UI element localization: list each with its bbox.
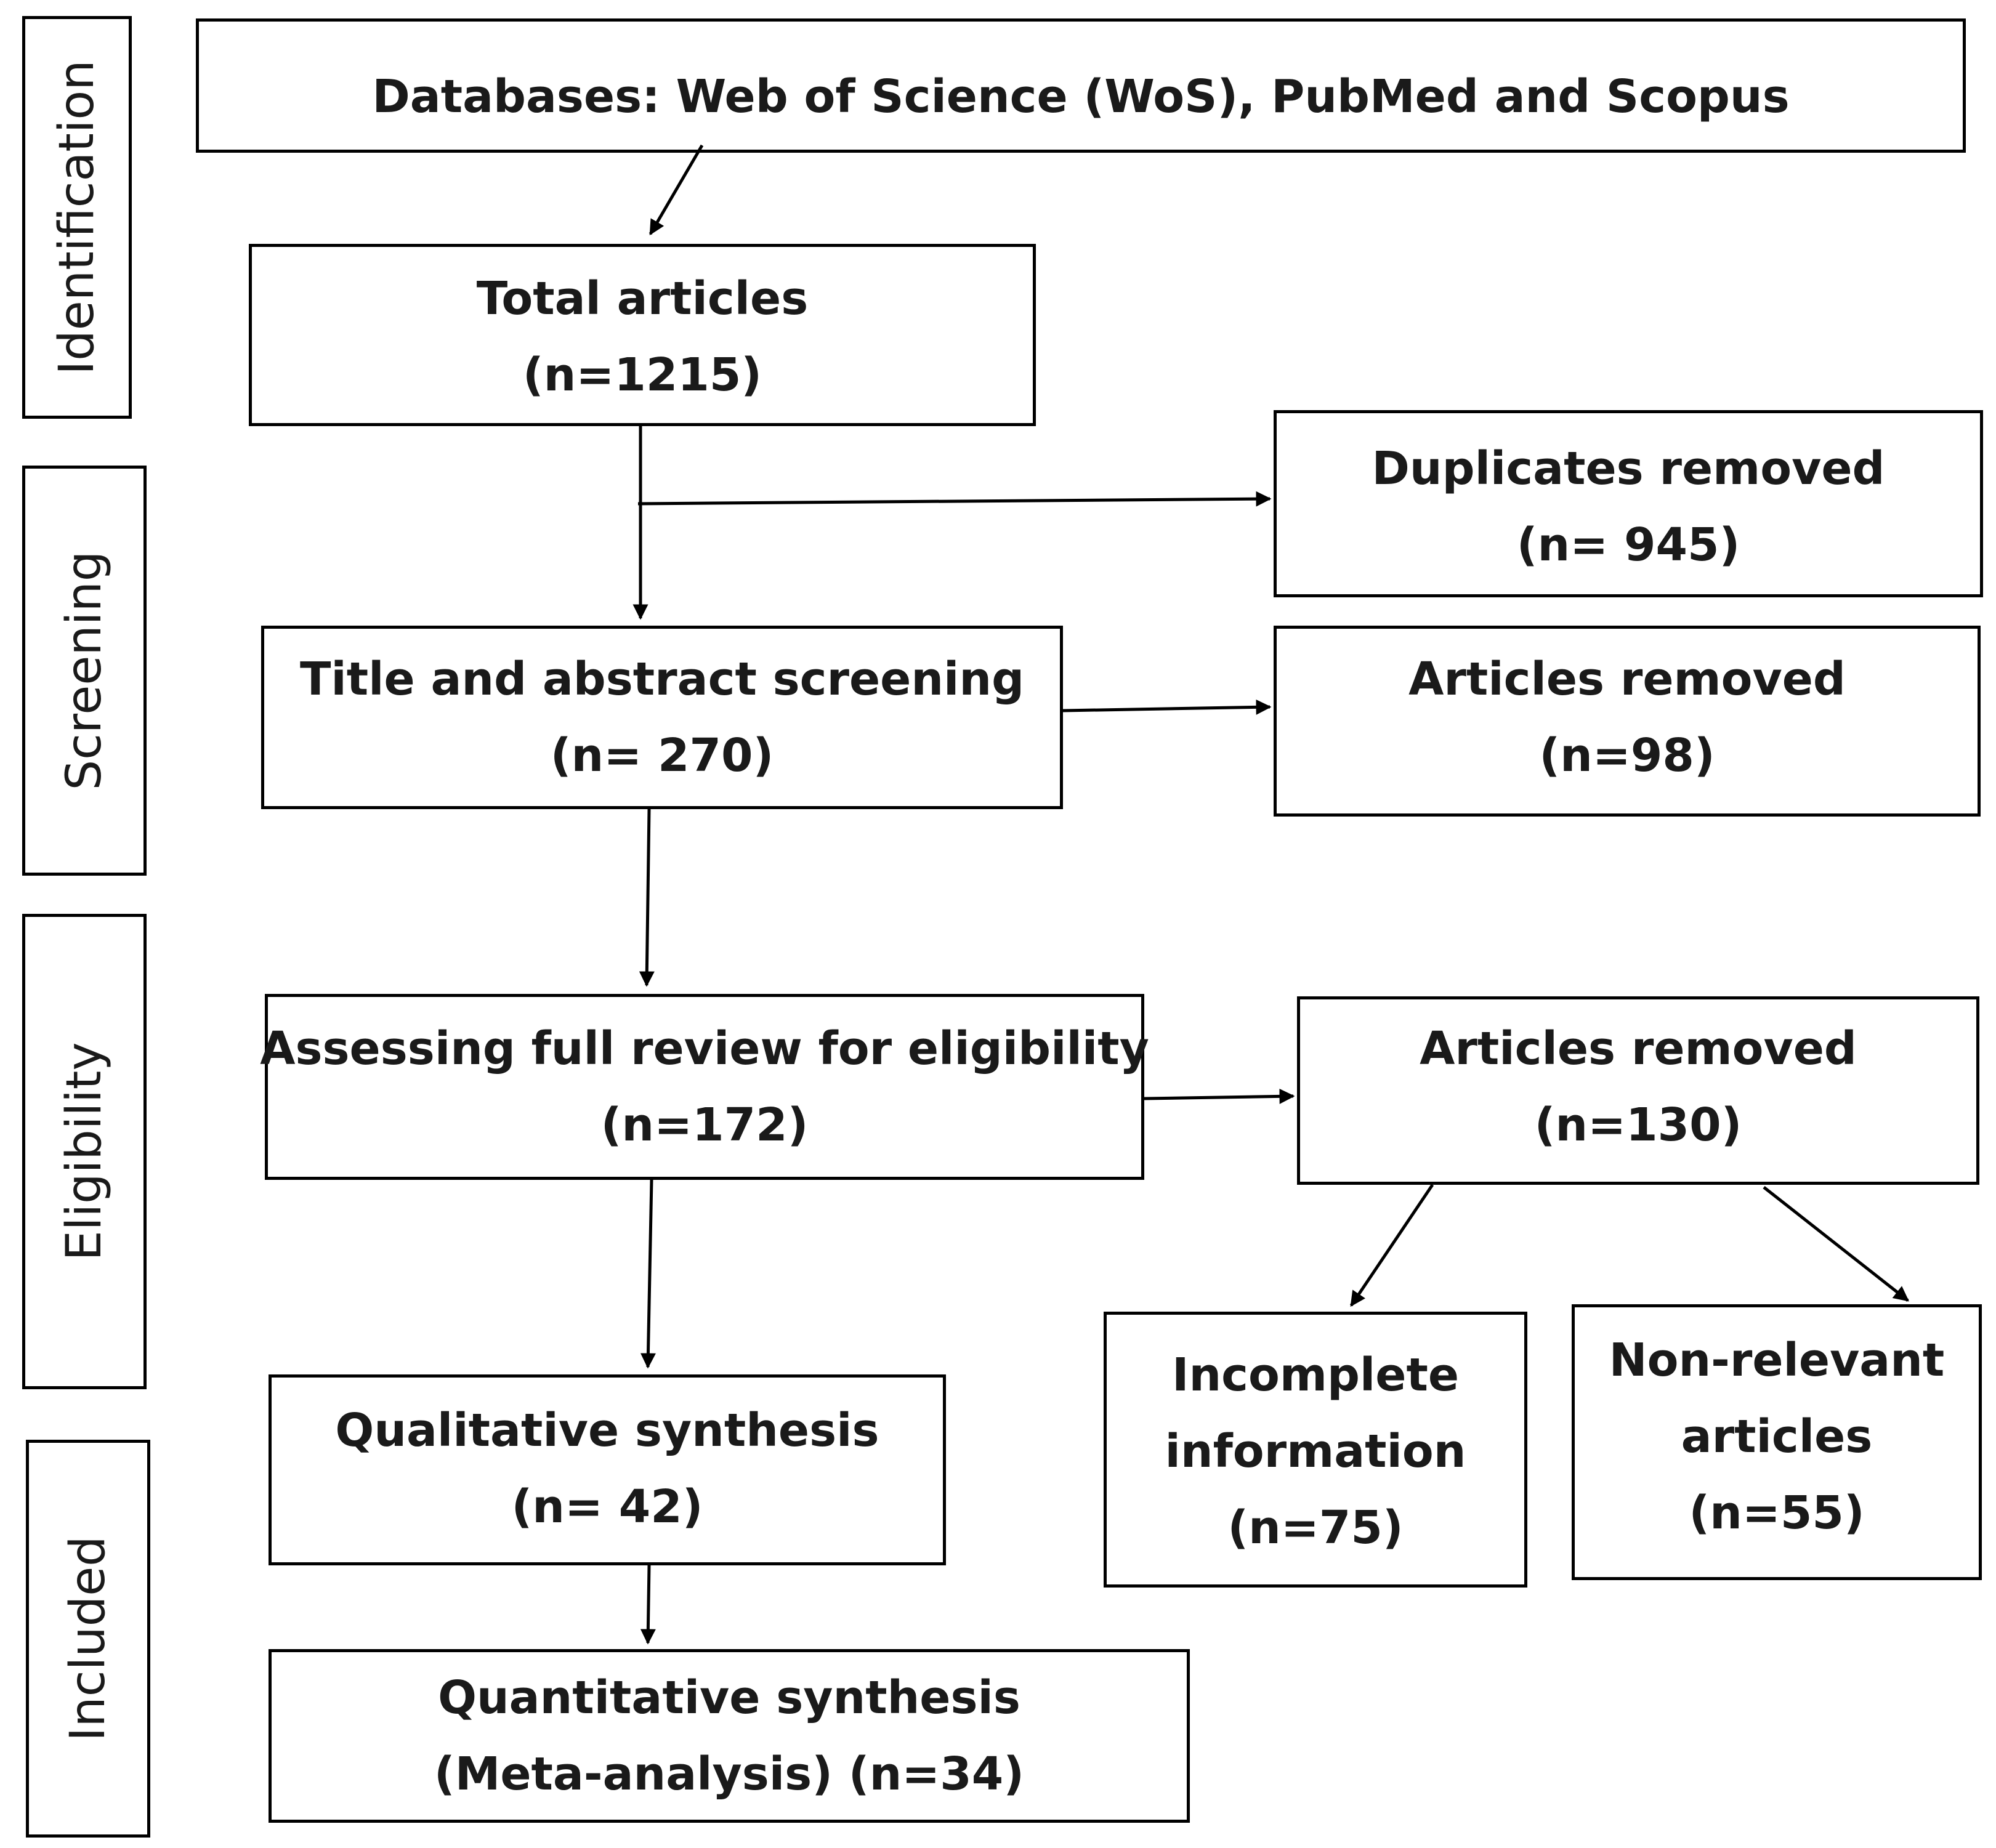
box-non-relevant-articles: Non-relevant articles (n=55) — [1572, 1304, 1982, 1580]
box-articles-removed-eligibility-count: (n=130) — [1534, 1099, 1742, 1152]
box-qualitative-synthesis-count: (n= 42) — [511, 1480, 703, 1533]
box-full-review-eligibility-title: Assessing full review for eligibility — [260, 1022, 1149, 1075]
arrow-removed-to-nonrelevant — [1763, 1186, 1909, 1302]
arrow-qualitative-to-quantitative — [640, 1565, 656, 1645]
box-quantitative-synthesis-subtitle: (Meta-analysis) (n=34) — [434, 1748, 1025, 1801]
box-full-review-eligibility-count: (n=172) — [600, 1099, 809, 1152]
box-databases: Databases: Web of Science (WoS), PubMed … — [196, 18, 1966, 153]
box-incomplete-information-count: (n=75) — [1227, 1501, 1404, 1554]
box-non-relevant-articles-line1: Non-relevant — [1609, 1334, 1945, 1387]
box-non-relevant-articles-line2: articles — [1681, 1410, 1873, 1463]
box-articles-removed-eligibility: Articles removed (n=130) — [1297, 996, 1979, 1185]
box-total-articles-count: (n=1215) — [522, 349, 762, 401]
phase-screening: Screening — [22, 466, 147, 876]
phase-included: Included — [26, 1440, 150, 1838]
box-quantitative-synthesis-title: Quantitative synthesis — [438, 1671, 1020, 1724]
arrow-total-to-duplicates — [637, 491, 1272, 507]
box-articles-removed-screening: Articles removed (n=98) — [1274, 626, 1981, 817]
box-qualitative-synthesis: Qualitative synthesis (n= 42) — [269, 1374, 946, 1565]
box-incomplete-information-line2: information — [1165, 1425, 1466, 1478]
box-total-articles-title: Total articles — [476, 272, 809, 325]
box-quantitative-synthesis: Quantitative synthesis (Meta-analysis) (… — [269, 1649, 1190, 1823]
box-articles-removed-screening-count: (n=98) — [1539, 729, 1715, 782]
box-duplicates-removed-count: (n= 945) — [1516, 518, 1740, 571]
box-articles-removed-eligibility-title: Articles removed — [1420, 1022, 1857, 1075]
box-title-abstract-screening: Title and abstract screening (n= 270) — [261, 626, 1063, 809]
box-full-review-eligibility: Assessing full review for eligibility (n… — [260, 994, 1149, 1180]
box-duplicates-removed-title: Duplicates removed — [1372, 442, 1885, 495]
box-qualitative-synthesis-title: Qualitative synthesis — [335, 1404, 879, 1457]
arrow-screening-to-eligibility — [639, 809, 655, 987]
arrow-eligibility-to-qualitative — [640, 1179, 656, 1369]
arrow-databases-to-total — [648, 144, 704, 236]
box-non-relevant-articles-count: (n=55) — [1689, 1487, 1865, 1539]
box-incomplete-information-line1: Incomplete — [1171, 1349, 1460, 1402]
box-articles-removed-screening-title: Articles removed — [1408, 653, 1846, 706]
phase-eligibility: Eligibility — [22, 914, 147, 1389]
box-total-articles: Total articles (n=1215) — [249, 244, 1036, 426]
phase-identification: Identification — [22, 16, 132, 419]
arrow-screening-to-removed — [1062, 699, 1272, 715]
arrow-removed-to-incomplete — [1349, 1184, 1434, 1307]
arrow-eligibility-to-removed — [1144, 1088, 1295, 1104]
box-databases-text: Databases: Web of Science (WoS), PubMed … — [372, 70, 1790, 123]
box-title-abstract-screening-title: Title and abstract screening — [299, 653, 1025, 706]
box-title-abstract-screening-count: (n= 270) — [550, 729, 774, 782]
box-incomplete-information: Incomplete information (n=75) — [1104, 1312, 1527, 1588]
box-duplicates-removed: Duplicates removed (n= 945) — [1274, 410, 1983, 597]
